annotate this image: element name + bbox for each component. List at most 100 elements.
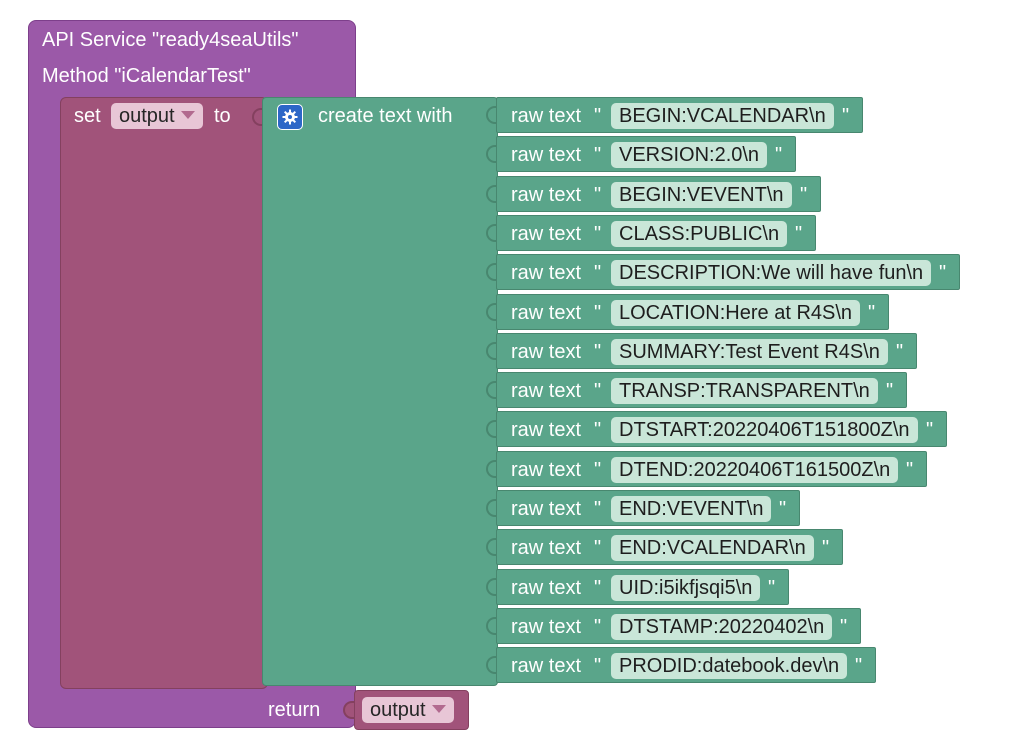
- open-quote: ": [594, 498, 602, 520]
- raw-text-block[interactable]: raw text " SUMMARY:Test Event R4S\n ": [496, 333, 917, 369]
- raw-text-field[interactable]: BEGIN:VCALENDAR\n: [611, 103, 834, 129]
- close-quote: ": [842, 105, 850, 127]
- value-input-connector: [486, 499, 497, 517]
- raw-text-label: raw text: [511, 184, 582, 206]
- value-input-connector: [486, 303, 497, 321]
- create-text-block[interactable]: [262, 97, 498, 686]
- raw-text-field[interactable]: DTSTART:20220406T151800Z\n: [611, 417, 918, 443]
- raw-text-block[interactable]: raw text " DTSTAMP:20220402\n ": [496, 608, 861, 644]
- open-quote: ": [594, 419, 602, 441]
- value-input-connector: [486, 106, 497, 124]
- close-quote: ": [886, 380, 894, 402]
- raw-text-field[interactable]: END:VCALENDAR\n: [611, 535, 814, 561]
- return-variable-name: output: [370, 699, 426, 721]
- open-quote: ": [594, 341, 602, 363]
- chevron-down-icon: [431, 705, 446, 713]
- raw-text-field[interactable]: DTSTAMP:20220402\n: [611, 614, 833, 640]
- close-quote: ": [795, 223, 803, 245]
- raw-text-label: raw text: [511, 223, 582, 245]
- raw-text-field[interactable]: PRODID:datebook.dev\n: [611, 653, 848, 679]
- raw-text-field[interactable]: END:VEVENT\n: [611, 496, 772, 522]
- value-input-connector: [486, 342, 497, 360]
- value-input-connector: [252, 108, 263, 126]
- raw-text-block[interactable]: raw text"TRANSP:TRANSPARENT\n": [496, 372, 907, 408]
- raw-text-label: raw text: [511, 577, 582, 599]
- raw-text-label: raw text: [511, 144, 582, 166]
- raw-text-block[interactable]: raw text"END:VEVENT\n": [496, 490, 800, 526]
- raw-text-field[interactable]: SUMMARY:Test Event R4S\n: [611, 339, 888, 365]
- value-input-connector: [486, 578, 497, 596]
- close-quote: ": [822, 537, 830, 559]
- open-quote: ": [594, 537, 602, 559]
- raw-text-label: raw text: [511, 537, 582, 559]
- value-input-connector: [486, 263, 497, 281]
- raw-text-block[interactable]: raw text"LOCATION:Here at R4S\n": [496, 294, 889, 330]
- raw-text-block[interactable]: raw text"PRODID:datebook.dev\n": [496, 647, 876, 683]
- close-quote: ": [800, 184, 808, 206]
- value-input-connector: [486, 460, 497, 478]
- gear-icon: [282, 109, 298, 125]
- close-quote: ": [775, 144, 783, 166]
- raw-text-field[interactable]: DESCRIPTION:We will have fun\n: [611, 260, 932, 286]
- raw-text-block[interactable]: raw text " BEGIN:VEVENT\n ": [496, 176, 821, 212]
- value-input-connector: [486, 420, 497, 438]
- raw-text-field[interactable]: TRANSP:TRANSPARENT\n: [611, 378, 878, 404]
- set-label: set: [74, 105, 101, 127]
- api-method-title: Method "iCalendarTest": [42, 65, 251, 87]
- api-service-title: API Service "ready4seaUtils": [42, 29, 299, 51]
- create-text-label: create text with: [318, 105, 453, 127]
- set-variable-dropdown[interactable]: output: [111, 103, 203, 129]
- return-variable-dropdown[interactable]: output: [362, 697, 454, 723]
- open-quote: ": [594, 577, 602, 599]
- open-quote: ": [594, 655, 602, 677]
- value-input-connector: [486, 145, 497, 163]
- close-quote: ": [926, 419, 934, 441]
- raw-text-block[interactable]: raw text"VERSION:2.0\n": [496, 136, 796, 172]
- raw-text-label: raw text: [511, 105, 582, 127]
- set-variable-block[interactable]: [60, 97, 268, 689]
- chevron-down-icon: [180, 111, 195, 119]
- return-label: return: [268, 699, 321, 721]
- open-quote: ": [594, 223, 602, 245]
- raw-text-field[interactable]: BEGIN:VEVENT\n: [611, 182, 792, 208]
- open-quote: ": [594, 184, 602, 206]
- close-quote: ": [906, 459, 914, 481]
- raw-text-label: raw text: [511, 380, 582, 402]
- raw-text-block[interactable]: raw text " DTEND:20220406T161500Z\n ": [496, 451, 927, 487]
- raw-text-label: raw text: [511, 616, 582, 638]
- return-input-connector: [343, 701, 354, 719]
- raw-text-block[interactable]: raw text"UID:i5ikfjsqi5\n": [496, 569, 789, 605]
- raw-text-label: raw text: [511, 419, 582, 441]
- open-quote: ": [594, 459, 602, 481]
- open-quote: ": [594, 616, 602, 638]
- open-quote: ": [594, 105, 602, 127]
- close-quote: ": [855, 655, 863, 677]
- raw-text-label: raw text: [511, 498, 582, 520]
- raw-text-field[interactable]: CLASS:PUBLIC\n: [611, 221, 788, 247]
- raw-text-field[interactable]: VERSION:2.0\n: [611, 142, 768, 168]
- close-quote: ": [896, 341, 904, 363]
- raw-text-field[interactable]: DTEND:20220406T161500Z\n: [611, 457, 899, 483]
- value-input-connector: [486, 381, 497, 399]
- raw-text-label: raw text: [511, 459, 582, 481]
- value-input-connector: [486, 617, 497, 635]
- raw-text-field[interactable]: LOCATION:Here at R4S\n: [611, 300, 861, 326]
- open-quote: ": [594, 262, 602, 284]
- raw-text-block[interactable]: raw text " DTSTART:20220406T151800Z\n ": [496, 411, 947, 447]
- mutator-button[interactable]: [277, 104, 303, 130]
- raw-text-label: raw text: [511, 262, 582, 284]
- value-input-connector: [486, 656, 497, 674]
- raw-text-block[interactable]: raw text " BEGIN:VCALENDAR\n ": [496, 97, 863, 133]
- raw-text-block[interactable]: raw text " CLASS:PUBLIC\n ": [496, 215, 816, 251]
- set-variable-name: output: [119, 105, 175, 127]
- raw-text-field[interactable]: UID:i5ikfjsqi5\n: [611, 575, 761, 601]
- raw-text-block[interactable]: raw text " END:VCALENDAR\n ": [496, 529, 843, 565]
- value-input-connector: [486, 185, 497, 203]
- close-quote: ": [939, 262, 947, 284]
- raw-text-block[interactable]: raw text " DESCRIPTION:We will have fun\n ": [496, 254, 960, 290]
- raw-text-label: raw text: [511, 341, 582, 363]
- close-quote: ": [840, 616, 848, 638]
- value-input-connector: [486, 224, 497, 242]
- close-quote: ": [868, 302, 876, 324]
